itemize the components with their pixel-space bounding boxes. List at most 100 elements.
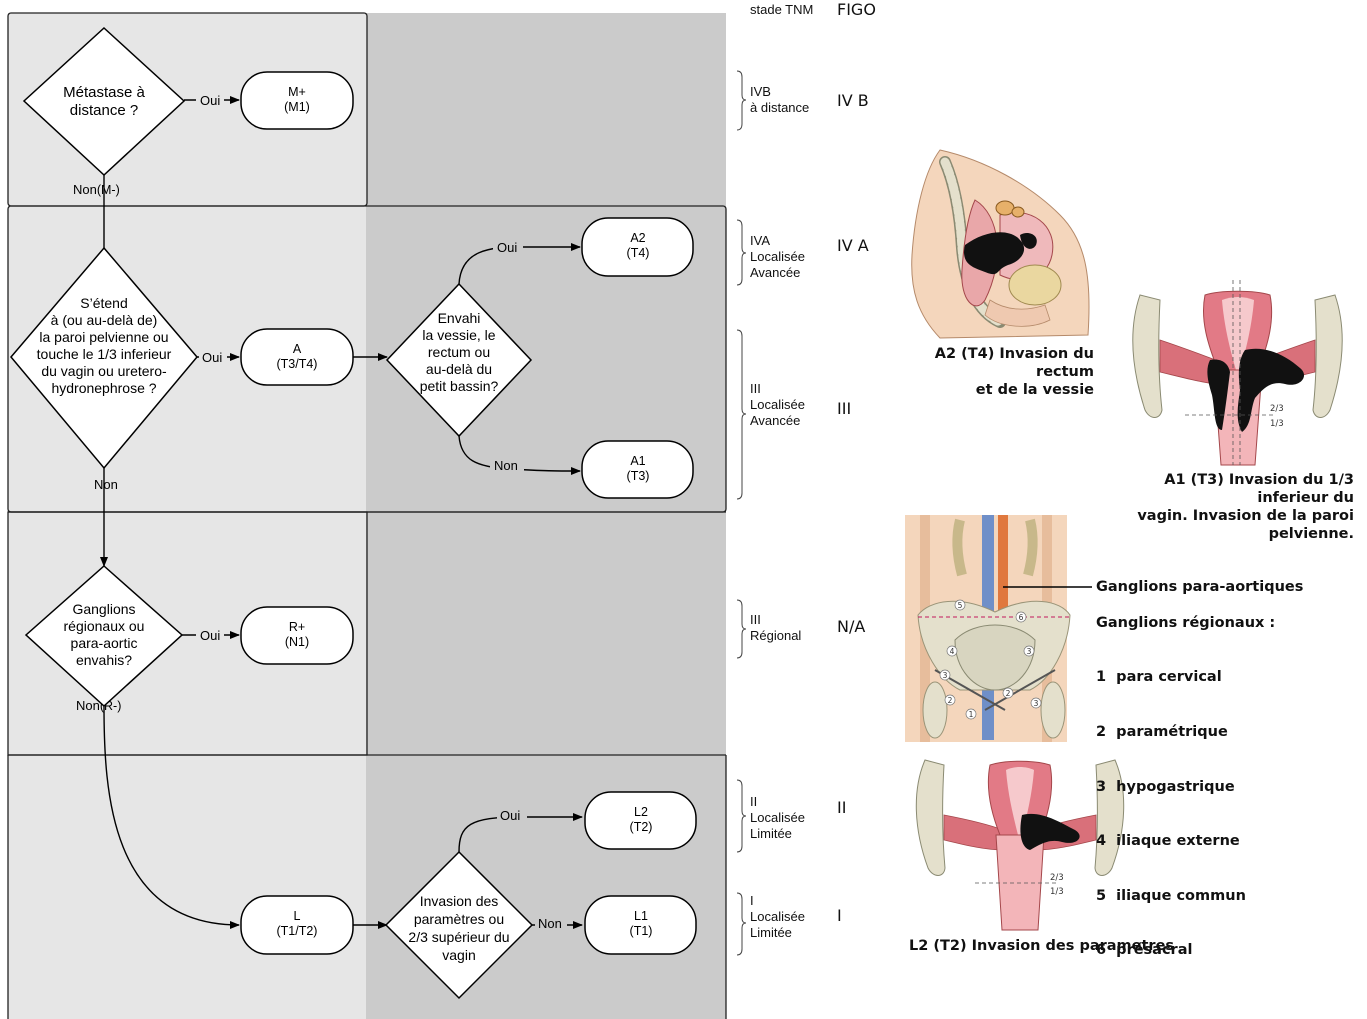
outcome-label: L1 bbox=[634, 909, 648, 923]
stage-tnm-ii: II Localisée Limitée bbox=[750, 794, 805, 842]
outcome-l2: L2 (T2) bbox=[585, 792, 696, 849]
node-marker: 3 bbox=[1031, 698, 1041, 708]
node-marker: 6 bbox=[1016, 612, 1026, 622]
stage-line: IVB bbox=[750, 84, 809, 100]
svg-text:6: 6 bbox=[1019, 613, 1024, 622]
svg-text:1: 1 bbox=[969, 710, 974, 719]
decision-nodes-line: para-aortic bbox=[71, 635, 138, 651]
stage-tnm-iii-regional: III Régional bbox=[750, 612, 801, 644]
caption-line: A1 (T3) Invasion du 1/3 inferieur du bbox=[1096, 471, 1354, 507]
outcome-m-plus: M+ (M1) bbox=[241, 72, 353, 129]
header-tnm: stade TNM bbox=[750, 2, 813, 18]
caption-line: vagin. Invasion de la paroi pelvienne. bbox=[1096, 507, 1354, 543]
stage-line: Avancée bbox=[750, 265, 805, 281]
svg-text:2: 2 bbox=[1006, 689, 1011, 698]
stage-line: I bbox=[750, 893, 805, 909]
decision-invades-line: Envahi bbox=[438, 310, 481, 326]
stage-figo-ii: II bbox=[837, 798, 846, 817]
svg-text:5: 5 bbox=[958, 601, 963, 610]
decision-invades-line: petit bassin? bbox=[420, 378, 499, 394]
svg-text:3: 3 bbox=[943, 671, 948, 680]
caption-line: A2 (T4) Invasion du rectum bbox=[906, 345, 1094, 381]
outcome-l: L (T1/T2) bbox=[241, 896, 353, 954]
label-non: Non bbox=[494, 458, 518, 473]
stage-tnm-iii-localised: III Localisée Avancée bbox=[750, 381, 805, 429]
stage-line: Limitée bbox=[750, 826, 805, 842]
caption-a1: A1 (T3) Invasion du 1/3 inferieur du vag… bbox=[1096, 471, 1354, 543]
legend-item: 6 présacral bbox=[1096, 941, 1246, 959]
outcome-l1: L1 (T1) bbox=[585, 896, 696, 954]
decision-invades-line: rectum ou bbox=[428, 344, 490, 360]
stage-braces bbox=[737, 71, 746, 955]
stage-line: Avancée bbox=[750, 413, 805, 429]
stage-line: Localisée bbox=[750, 397, 805, 413]
legend-para-aortic: Ganglions para-aortiques bbox=[1096, 578, 1303, 596]
label-non-m: Non(M-) bbox=[73, 182, 120, 197]
outcome-label: A1 bbox=[630, 454, 645, 468]
outcome-label: (T3/T4) bbox=[277, 357, 318, 371]
ratio-lower: 1/3 bbox=[1050, 887, 1064, 897]
node-marker: 1 bbox=[966, 709, 976, 719]
stage-tnm-i: I Localisée Limitée bbox=[750, 893, 805, 941]
stage-figo-i: I bbox=[837, 906, 842, 925]
node-marker: 2 bbox=[945, 695, 955, 705]
stage-line: Localisée bbox=[750, 810, 805, 826]
legend-item: 2 paramétrique bbox=[1096, 723, 1246, 741]
label-non: Non bbox=[538, 916, 562, 931]
node-marker: 5 bbox=[955, 600, 965, 610]
stage-line: à distance bbox=[750, 100, 809, 116]
illustration-coronal-uterus-l2: 2/3 1/3 bbox=[916, 760, 1123, 930]
header-figo: FIGO bbox=[837, 0, 876, 19]
decision-parametria-line: Invasion des bbox=[420, 893, 499, 909]
node-marker: 2 bbox=[1003, 688, 1013, 698]
stage-line: Régional bbox=[750, 628, 801, 644]
stage-figo-iva: IV A bbox=[837, 236, 869, 255]
stage-line: Localisée bbox=[750, 249, 805, 265]
outcome-label: L bbox=[294, 909, 301, 923]
node-marker: 3 bbox=[940, 670, 950, 680]
outcome-label: L2 bbox=[634, 805, 648, 819]
legend-item: 5 iliaque commun bbox=[1096, 887, 1246, 905]
label-oui: Oui bbox=[497, 240, 517, 255]
legend-item: 3 hypogastrique bbox=[1096, 778, 1246, 796]
decision-invades-line: au-delà du bbox=[426, 361, 492, 377]
outcome-label: A bbox=[293, 342, 302, 356]
outcome-a1: A1 (T3) bbox=[582, 441, 693, 498]
stage-figo-ivb: IV B bbox=[837, 91, 869, 110]
stage-figo-na: N/A bbox=[837, 617, 865, 636]
outcome-label: (N1) bbox=[285, 635, 309, 649]
outcome-a2: A2 (T4) bbox=[582, 218, 693, 276]
decision-extends-line: à (ou au-delà de) bbox=[51, 312, 158, 328]
outcome-label: (T1/T2) bbox=[277, 924, 318, 938]
decision-extends-line: du vagin ou uretero- bbox=[41, 363, 167, 379]
stage-line: II bbox=[750, 794, 805, 810]
decision-parametria-line: paramètres ou bbox=[414, 911, 504, 927]
decision-nodes-line: envahis? bbox=[76, 652, 132, 668]
decision-invades-line: la vessie, le bbox=[422, 327, 495, 343]
outcome-label: (T3) bbox=[627, 469, 650, 483]
decision-metastasis-line: distance ? bbox=[70, 102, 138, 119]
svg-text:4: 4 bbox=[950, 647, 955, 656]
outcome-label: (T2) bbox=[630, 820, 653, 834]
stage-tnm-iva: IVA Localisée Avancée bbox=[750, 233, 805, 281]
legend-item: 1 para cervical bbox=[1096, 668, 1246, 686]
stage-line: IVA bbox=[750, 233, 805, 249]
legend-item: 4 iliaque externe bbox=[1096, 832, 1246, 850]
stage-line: III bbox=[750, 612, 801, 628]
decision-nodes-line: régionaux ou bbox=[64, 618, 145, 634]
ratio-lower: 1/3 bbox=[1270, 419, 1284, 429]
legend-regional-items: 1 para cervical 2 paramétrique 3 hypogas… bbox=[1096, 632, 1246, 978]
label-oui: Oui bbox=[500, 808, 520, 823]
outcome-label: M+ bbox=[288, 85, 306, 99]
stage-line: Limitée bbox=[750, 925, 805, 941]
illustration-coronal-uterus-a1: 2/3 1/3 bbox=[1133, 280, 1342, 465]
outcome-a: A (T3/T4) bbox=[241, 329, 353, 385]
decision-extends-line: touche le 1/3 inferieur bbox=[37, 346, 172, 362]
decision-extends-line: la paroi pelvienne ou bbox=[39, 329, 168, 345]
ratio-upper: 2/3 bbox=[1270, 404, 1284, 414]
outcome-label: (T1) bbox=[630, 924, 653, 938]
outcome-label: A2 bbox=[630, 231, 645, 245]
outcome-label: (M1) bbox=[284, 100, 310, 114]
stage-line: Localisée bbox=[750, 909, 805, 925]
svg-text:3: 3 bbox=[1034, 699, 1039, 708]
